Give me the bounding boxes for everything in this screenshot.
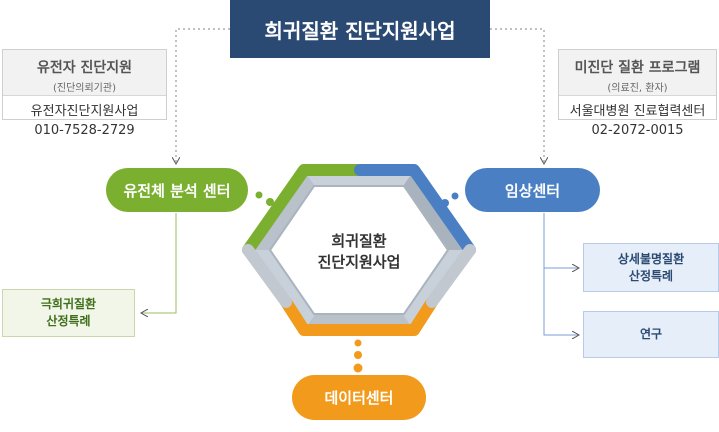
clinical-sub-box-2: 연구 (583, 311, 719, 358)
dotted-connector-right (490, 28, 544, 163)
hex-edge-green (242, 164, 364, 256)
genome-sub-line2: 산정특례 (46, 314, 91, 328)
connector-clinical-sub-1 (543, 213, 578, 268)
dot-orange-2 (354, 351, 362, 359)
center-hexagon (242, 164, 476, 336)
clinical-sub-box-1: 상세불명질환 산정특례 (583, 243, 719, 292)
right-info-body: 서울대병원 진료협력센터 02-2072-0015 (559, 96, 716, 140)
genome-sub-line1: 극희귀질환 (40, 297, 97, 311)
left-info-title: 유전자 진단지원 (36, 60, 133, 76)
page-title: 희귀질환 진단지원사업 (230, 0, 490, 58)
data-center-node: 데이터센터 (292, 375, 426, 420)
hexagon-label-line1: 희귀질환 (331, 232, 387, 250)
connector-genome-sub (142, 213, 177, 313)
clinical-center-node: 임상센터 (465, 168, 600, 212)
clinical-sub-1-line1: 상세불명질환 (617, 251, 685, 266)
right-info-header: 미진단 질환 프로그램 (의료진, 환자) (559, 50, 716, 96)
dot-green-1 (255, 191, 263, 199)
dot-blue-1 (451, 192, 459, 200)
hex-inner (268, 185, 450, 315)
hex-edge-blue (354, 164, 476, 256)
left-info-phone: 010-7528-2729 (34, 123, 135, 138)
hex-edge-orange (280, 296, 438, 336)
right-info-program: 서울대병원 진료협력센터 (569, 104, 706, 119)
right-info-phone: 02-2072-0015 (591, 123, 684, 138)
right-info-title: 미진단 질환 프로그램 (574, 60, 701, 76)
left-info-subtitle: (진단의뢰기관) (52, 83, 116, 94)
genome-sub-box: 극희귀질환 산정특례 (2, 289, 135, 337)
left-info-program: 유전자진단지원사업 (30, 104, 139, 119)
left-info-box: 유전자 진단지원 (진단의뢰기관) 유전자진단지원사업 010-7528-272… (2, 49, 167, 138)
dotted-connector-left (176, 28, 230, 163)
right-info-subtitle: (의료진, 환자) (607, 83, 668, 94)
left-info-body: 유전자진단지원사업 010-7528-2729 (3, 96, 166, 140)
genome-center-node: 유전체 분석 센터 (106, 168, 248, 212)
connector-clinical-sub-2 (543, 268, 578, 335)
hex-edge-gray (242, 244, 476, 308)
hexagon-label: 희귀질환 진단지원사업 (300, 231, 418, 273)
clinical-sub-1-line2: 산정특례 (628, 268, 674, 283)
dot-orange-3 (353, 363, 363, 373)
left-info-header: 유전자 진단지원 (진단의뢰기관) (3, 50, 166, 96)
hexagon-label-line2: 진단지원사업 (317, 253, 401, 271)
right-info-box: 미진단 질환 프로그램 (의료진, 환자) 서울대병원 진료협력센터 02-20… (558, 49, 717, 138)
dot-orange-1 (354, 339, 362, 347)
dot-green-2 (266, 198, 274, 206)
